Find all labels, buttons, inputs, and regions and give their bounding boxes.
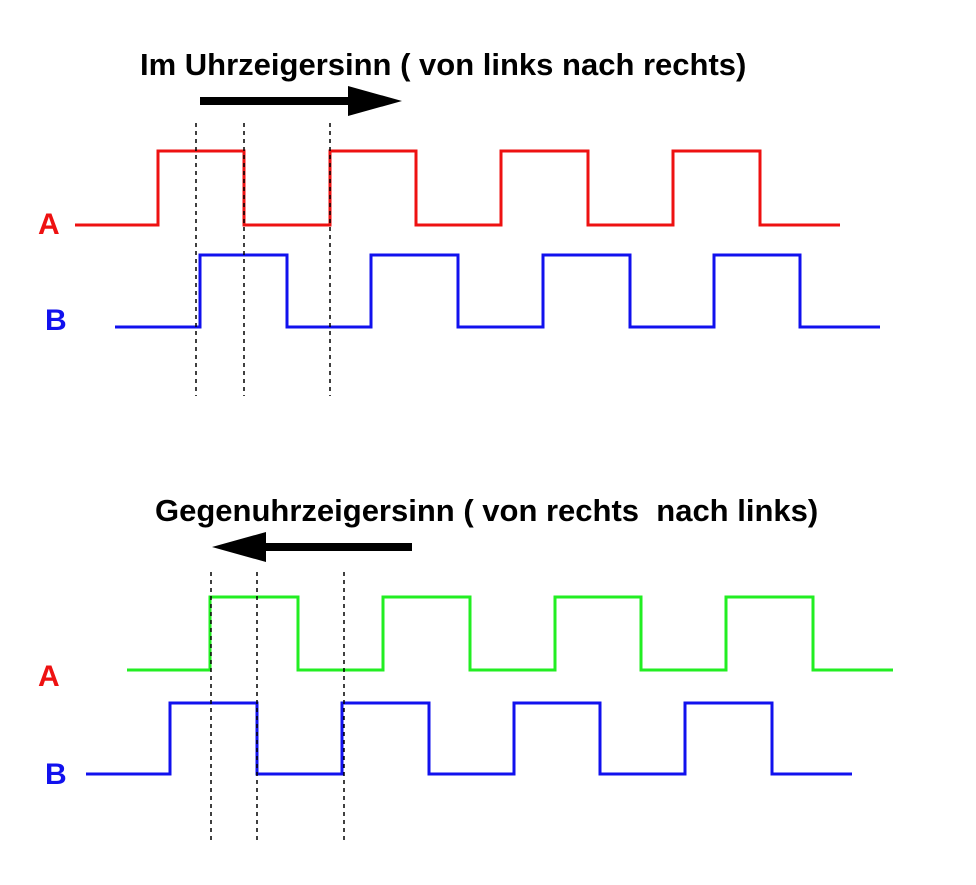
signal-a-waveform [75,149,840,227]
left-arrow-icon [212,532,412,562]
signal-b-label: B [45,304,67,337]
counterclockwise-title: Gegenuhrzeigersinn ( von rechts nach lin… [155,493,818,528]
signal-a-label: A [38,208,60,241]
phase-marker-lines [195,123,331,396]
signal-b-waveform [86,701,852,776]
signal-b-waveform [115,253,880,329]
right-arrow-icon [200,86,402,116]
signal-b-label: B [45,758,67,791]
clockwise-title: Im Uhrzeigersinn ( von links nach rechts… [140,47,746,82]
phase-marker-lines [210,572,345,842]
signal-a-label: A [38,660,60,693]
signal-a-waveform [127,595,893,672]
